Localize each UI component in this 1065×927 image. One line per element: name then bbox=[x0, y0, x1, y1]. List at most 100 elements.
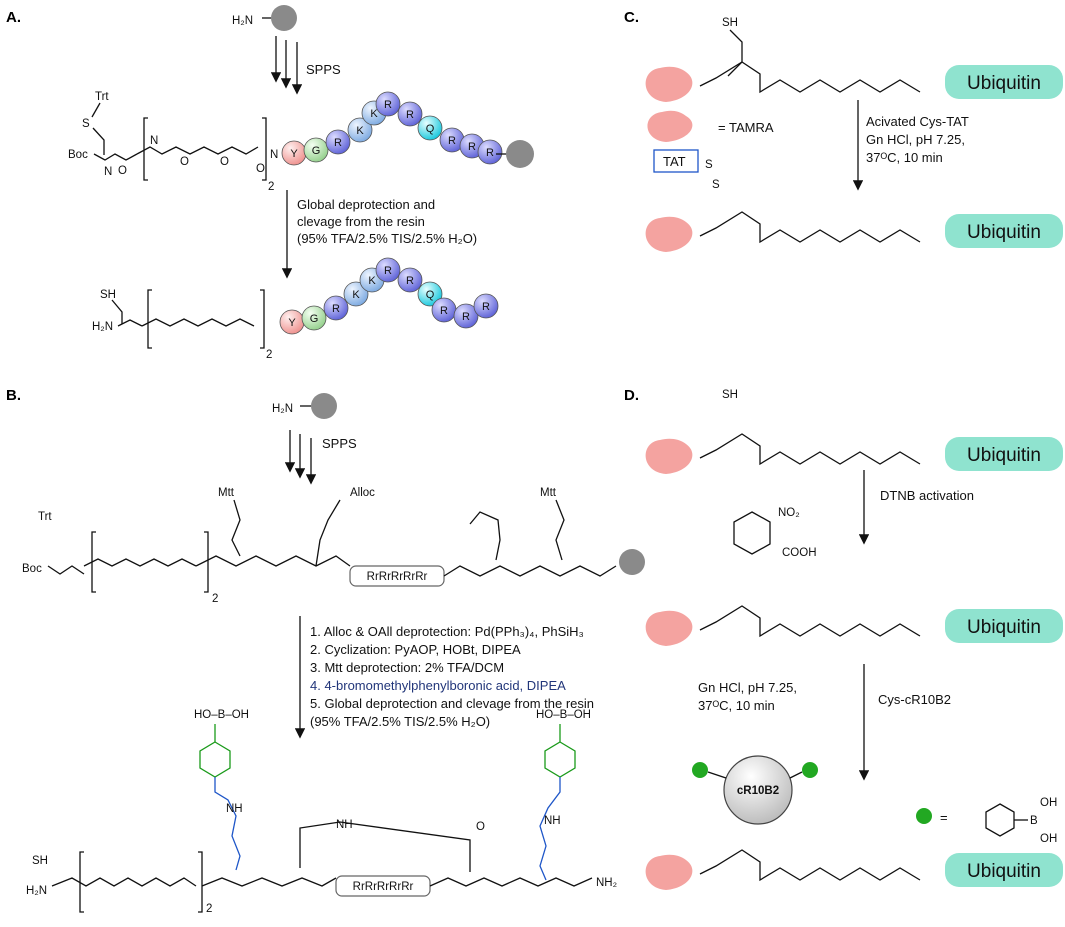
peptide-bead-q bbox=[417, 281, 443, 307]
tamra-legend-shape bbox=[647, 110, 693, 142]
peptide-bead-g bbox=[303, 137, 329, 163]
peptide-bead-r bbox=[453, 303, 479, 329]
linker-d2 bbox=[699, 605, 921, 638]
peptide-bead-label: R bbox=[468, 141, 476, 153]
bridge-nh: NH bbox=[336, 819, 353, 831]
peptide-bead-label: G bbox=[310, 313, 319, 325]
backbone-b2 bbox=[443, 565, 617, 577]
panel-a-step2: Global deprotection and clevage from the… bbox=[297, 197, 477, 246]
terminal-nh2: NH₂ bbox=[596, 877, 617, 889]
tamra-tag-c2 bbox=[645, 216, 693, 252]
bond bbox=[117, 319, 143, 327]
subscript-2: 2 bbox=[266, 349, 272, 361]
boronic-acid-2: HO–B–OH bbox=[536, 709, 591, 721]
panel-b-label: B. bbox=[6, 387, 21, 404]
bond bbox=[79, 851, 84, 913]
tat-box bbox=[653, 149, 699, 173]
peg-chain-a2 bbox=[141, 318, 255, 327]
peptide-bead-label: R bbox=[462, 311, 470, 323]
tamra-tag-d1 bbox=[645, 438, 693, 474]
peptide-bead-g bbox=[301, 305, 327, 331]
cooh-label: COOH bbox=[782, 547, 817, 559]
peg-chain-b2 bbox=[51, 877, 197, 887]
peptide-bead-r bbox=[375, 91, 401, 117]
alloc-label: Alloc bbox=[350, 487, 375, 499]
boron-label: B bbox=[1030, 815, 1038, 827]
tamra-tag-d2 bbox=[645, 610, 693, 646]
sulfur-label: S bbox=[82, 118, 90, 130]
backbone-b1 bbox=[195, 555, 351, 567]
bond bbox=[789, 771, 803, 779]
tat-label: TAT bbox=[663, 154, 686, 169]
peptide-bead-r bbox=[477, 139, 503, 165]
panel-b-step1: SPPS bbox=[322, 436, 357, 451]
cr10b2-label: cR10B2 bbox=[737, 785, 779, 797]
bond bbox=[91, 102, 101, 118]
peptide-bead-r bbox=[397, 267, 423, 293]
subscript-2: 2 bbox=[268, 181, 274, 193]
ubiquitin-box-d2 bbox=[945, 609, 1063, 643]
s-atom: S bbox=[712, 179, 720, 191]
linker-d1 bbox=[699, 433, 921, 466]
oh-label-2: OH bbox=[1040, 833, 1057, 845]
panel-a-resin-amine: H₂N bbox=[232, 15, 253, 27]
trt-label: Trt bbox=[95, 91, 109, 103]
bond bbox=[198, 851, 203, 913]
panel-a-label: A. bbox=[6, 9, 21, 26]
panel-d-label: D. bbox=[624, 387, 639, 404]
peptide-bead-label: Y bbox=[290, 148, 298, 160]
peptide-bead-k bbox=[343, 281, 369, 307]
ubiquitin-label-d1: Ubiquitin bbox=[967, 445, 1041, 466]
nh-label-1: NH bbox=[226, 803, 243, 815]
boc-label-b: Boc bbox=[22, 563, 42, 575]
peptide-bead-label: Q bbox=[426, 123, 435, 135]
ubiquitin-label-d3: Ubiquitin bbox=[967, 861, 1041, 882]
peptide-bead-k bbox=[347, 117, 373, 143]
o-atom: O bbox=[256, 163, 265, 175]
o-atom: O bbox=[220, 156, 229, 168]
peptide-bead-label: K bbox=[370, 108, 378, 120]
bond bbox=[260, 289, 265, 349]
bond bbox=[555, 499, 565, 561]
n-atom: N bbox=[270, 149, 278, 161]
ubiquitin-label-c2: Ubiquitin bbox=[967, 222, 1041, 243]
phenyl-ring-1 bbox=[199, 741, 231, 778]
peptide-bead-label: R bbox=[440, 305, 448, 317]
peptide-sequence-b1: RrRrRrRrRr bbox=[367, 571, 428, 583]
peptide-bead-r bbox=[397, 101, 423, 127]
ubiquitin-box-c2 bbox=[945, 214, 1063, 248]
trt-label-b: Trt bbox=[38, 511, 52, 523]
resin-bead-a bbox=[506, 140, 534, 168]
ubiquitin-label-d2: Ubiquitin bbox=[967, 617, 1041, 638]
linker-backbone-a1 bbox=[93, 153, 138, 161]
peptide-bead-label: R bbox=[332, 303, 340, 315]
n-atom: N bbox=[150, 135, 158, 147]
bond bbox=[111, 299, 123, 324]
peptide-bead-q bbox=[417, 115, 443, 141]
peptide-bead-label: R bbox=[482, 301, 490, 313]
tamra-legend: = TAMRA bbox=[718, 120, 774, 135]
lysine-linker-1 bbox=[214, 777, 241, 871]
linker-c1 bbox=[699, 61, 921, 94]
bond bbox=[469, 511, 501, 561]
amine-label-b: H₂N bbox=[26, 885, 47, 897]
legend-equals: = bbox=[940, 810, 948, 825]
peptide-bead-label: R bbox=[384, 99, 392, 111]
boronic-acid-1: HO–B–OH bbox=[194, 709, 249, 721]
tamra-tag-c1 bbox=[645, 66, 693, 102]
thiol-label-b: SH bbox=[32, 855, 48, 867]
oh-label-1: OH bbox=[1040, 797, 1057, 809]
peptide-bead-label: Q bbox=[426, 289, 435, 301]
cyclic-bridge bbox=[299, 821, 471, 872]
thiol-label: SH bbox=[722, 17, 738, 29]
ubiquitin-label-c1: Ubiquitin bbox=[967, 73, 1041, 94]
o-label: O bbox=[118, 165, 127, 177]
cys-sidechain bbox=[92, 127, 105, 155]
bond bbox=[231, 499, 241, 557]
peg-chain-b1 bbox=[83, 558, 197, 567]
backbone-b4 bbox=[429, 877, 593, 887]
panel-d-conditions: Gn HCl, pH 7.25, 37ᴼC, 10 min bbox=[698, 680, 801, 713]
